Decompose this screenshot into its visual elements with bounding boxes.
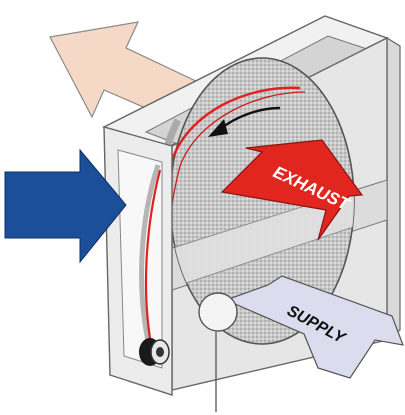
motor-pulley-icon: [139, 338, 169, 366]
wheel-hub: [199, 293, 237, 331]
housing-right-side: [387, 38, 400, 340]
